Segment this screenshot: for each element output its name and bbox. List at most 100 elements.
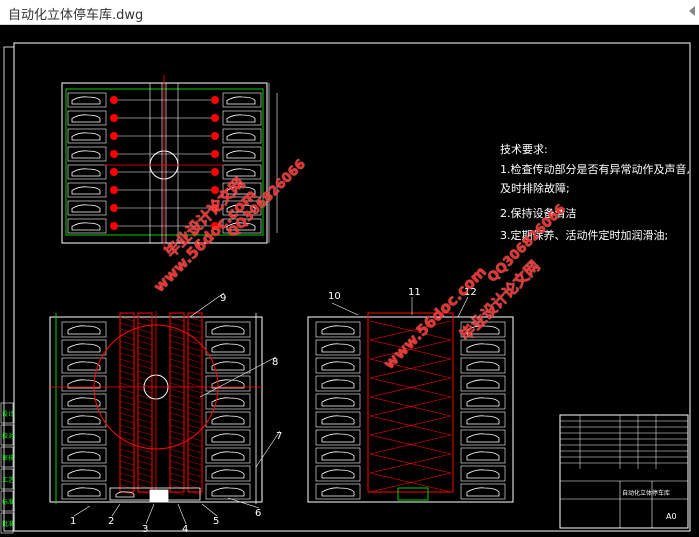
base-motor bbox=[149, 489, 169, 503]
hatch-line bbox=[187, 322, 203, 328]
side-bay-right bbox=[460, 465, 506, 482]
leader-line bbox=[227, 497, 260, 509]
side-bay-left bbox=[315, 411, 361, 428]
car-icon bbox=[226, 222, 256, 231]
car-icon bbox=[67, 397, 101, 407]
hatch-line bbox=[169, 460, 185, 466]
hatch-line bbox=[169, 430, 185, 436]
hatch-line bbox=[187, 400, 203, 406]
car-icon bbox=[466, 469, 500, 479]
hatch-line bbox=[119, 424, 135, 430]
front-bay-left bbox=[61, 411, 107, 428]
car-icon bbox=[466, 325, 500, 335]
hatch-line bbox=[137, 358, 153, 364]
hatch-line bbox=[119, 460, 135, 466]
hatch-line bbox=[187, 418, 203, 424]
hatch-line bbox=[119, 430, 135, 436]
hatch-line bbox=[187, 394, 203, 400]
car-icon bbox=[321, 379, 355, 389]
side-bay-left bbox=[315, 429, 361, 446]
hatch-line bbox=[169, 352, 185, 358]
hatch-line bbox=[187, 352, 203, 358]
car-icon bbox=[466, 343, 500, 353]
gear-icon bbox=[211, 168, 219, 176]
hatch-line bbox=[169, 436, 185, 442]
hatch-line bbox=[119, 340, 135, 346]
cross-brace bbox=[369, 396, 452, 417]
callout-8: 8 bbox=[272, 357, 278, 368]
hatch-line bbox=[137, 442, 153, 448]
car-icon bbox=[321, 361, 355, 371]
car-icon bbox=[211, 379, 245, 389]
car-icon bbox=[67, 433, 101, 443]
hatch-line bbox=[169, 424, 185, 430]
side-bay-right bbox=[460, 447, 506, 464]
cross-brace bbox=[369, 453, 452, 474]
gear-icon bbox=[211, 222, 219, 230]
hatch-line bbox=[137, 370, 153, 376]
hatch-line bbox=[187, 448, 203, 454]
gear-icon bbox=[110, 186, 118, 194]
hatch-line bbox=[119, 436, 135, 442]
lift-column bbox=[137, 312, 153, 493]
scroll-left-icon[interactable] bbox=[689, 6, 695, 16]
hatch-line bbox=[137, 376, 153, 382]
hatch-line bbox=[137, 334, 153, 340]
hatch-line bbox=[119, 406, 135, 412]
top-view-inner bbox=[65, 88, 264, 236]
leader-line bbox=[331, 302, 359, 316]
side-label-cell bbox=[0, 446, 14, 468]
lift-column bbox=[187, 312, 203, 493]
front-bay-right bbox=[205, 429, 251, 446]
car-icon bbox=[226, 150, 256, 159]
front-bay-left bbox=[61, 465, 107, 482]
top-bay-right bbox=[222, 146, 262, 162]
hatch-line bbox=[137, 364, 153, 370]
side-bay-left bbox=[315, 321, 361, 338]
car-icon bbox=[466, 451, 500, 461]
hatch-line bbox=[187, 454, 203, 460]
car-icon bbox=[321, 451, 355, 461]
car-icon bbox=[71, 150, 101, 159]
side-bay-left bbox=[315, 339, 361, 356]
top-view-frame bbox=[61, 82, 268, 244]
hatch-line bbox=[169, 382, 185, 388]
car-icon bbox=[211, 361, 245, 371]
hatch-line bbox=[119, 346, 135, 352]
car-icon bbox=[321, 415, 355, 425]
top-bay-right bbox=[222, 200, 262, 216]
gear-icon bbox=[211, 186, 219, 194]
top-bay-right bbox=[222, 164, 262, 180]
top-bay-left bbox=[67, 182, 107, 198]
car-icon bbox=[466, 415, 500, 425]
window-title: 自动化立体停车库.dwg bbox=[8, 8, 144, 23]
hatch-line bbox=[187, 388, 203, 394]
hatch-line bbox=[187, 466, 203, 472]
hatch-line bbox=[119, 316, 135, 322]
front-bay-right bbox=[205, 393, 251, 410]
hatch-line bbox=[187, 340, 203, 346]
hatch-line bbox=[169, 340, 185, 346]
hatch-line bbox=[119, 364, 135, 370]
center-shaft-v2 bbox=[165, 82, 179, 244]
car-icon bbox=[321, 487, 355, 497]
leader-line bbox=[199, 356, 277, 398]
side-label: 工艺 bbox=[2, 476, 14, 484]
side-bay-left bbox=[315, 465, 361, 482]
hatch-line bbox=[137, 406, 153, 412]
side-bay-right bbox=[460, 339, 506, 356]
car-icon bbox=[71, 168, 101, 177]
notes-line-3: 2.保持设备清洁 bbox=[500, 206, 577, 220]
hatch-line bbox=[119, 322, 135, 328]
side-bay-left bbox=[315, 357, 361, 374]
hatch-line bbox=[169, 322, 185, 328]
car-icon bbox=[226, 132, 256, 141]
car-icon bbox=[321, 343, 355, 353]
top-bay-left bbox=[67, 218, 107, 234]
car-icon bbox=[226, 168, 256, 177]
car-icon bbox=[321, 433, 355, 443]
lift-column bbox=[119, 312, 135, 493]
top-bay-right bbox=[222, 218, 262, 234]
hatch-line bbox=[119, 388, 135, 394]
